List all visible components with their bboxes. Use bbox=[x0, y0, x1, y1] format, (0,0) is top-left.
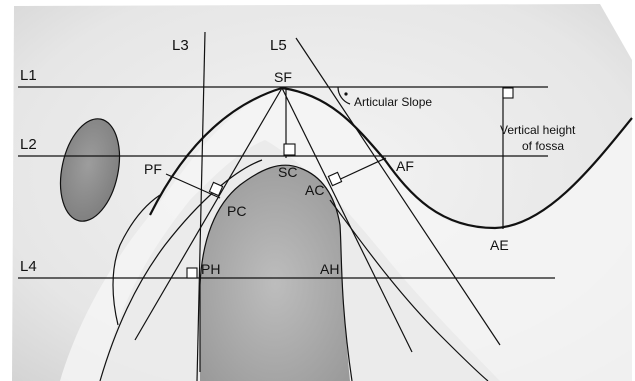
label-l1: L1 bbox=[20, 67, 37, 84]
condyle-outline bbox=[199, 164, 353, 381]
label-af: AF bbox=[396, 158, 414, 174]
articular-slope-arc bbox=[337, 86, 351, 105]
right-angle-sc bbox=[283, 143, 296, 156]
label-ph: PH bbox=[201, 261, 220, 277]
label-ae: AE bbox=[490, 237, 509, 253]
label-l4: L4 bbox=[20, 258, 37, 275]
label-articular-slope: Articular Slope bbox=[354, 95, 432, 109]
right-angle-ae bbox=[502, 87, 514, 99]
label-vertical-height-2: of fossa bbox=[522, 139, 564, 153]
articular-slope-dot bbox=[344, 92, 348, 96]
label-sc: SC bbox=[278, 164, 297, 180]
right-angle-ac bbox=[327, 171, 343, 187]
label-l3: L3 bbox=[172, 37, 189, 54]
anterior-outline bbox=[329, 199, 489, 381]
line-l5 bbox=[295, 37, 501, 346]
right-angle-ph bbox=[186, 267, 198, 279]
lower-fossa-outline bbox=[112, 194, 161, 326]
label-pf: PF bbox=[144, 161, 162, 177]
sf-to-anterior-line bbox=[281, 87, 413, 353]
label-ah: AH bbox=[320, 261, 339, 277]
label-pc: PC bbox=[227, 203, 246, 219]
line-l3 bbox=[196, 31, 206, 381]
sf-to-posterior-line bbox=[134, 87, 283, 341]
condyle bbox=[200, 165, 350, 381]
posterior-outline bbox=[99, 159, 263, 381]
label-l2: L2 bbox=[20, 136, 37, 153]
right-angle-pc bbox=[208, 181, 224, 197]
label-ac: AC bbox=[305, 182, 324, 198]
label-sf: SF bbox=[274, 69, 292, 85]
label-l5: L5 bbox=[270, 37, 287, 54]
ac-af-line bbox=[333, 157, 387, 183]
label-vertical-height-1: Vertical height bbox=[500, 123, 576, 137]
auditory-meatus bbox=[59, 118, 121, 222]
pf-pc-line bbox=[165, 173, 221, 199]
fossa-outline bbox=[149, 86, 633, 230]
